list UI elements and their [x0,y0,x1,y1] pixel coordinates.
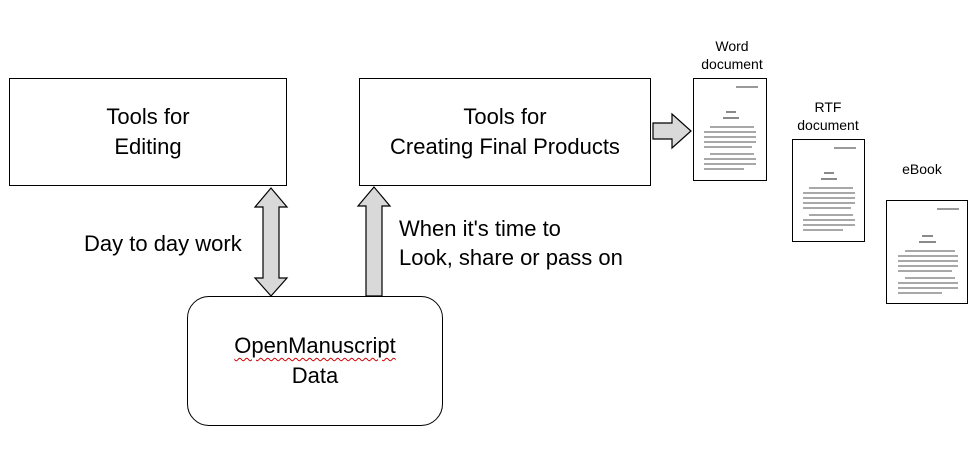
rtf-label-line1: RTF [814,99,842,115]
rtf-label-line2: document [797,117,859,133]
word-label-line1: Word [715,38,749,54]
editing-box-line1: Tools for [106,104,190,129]
tools-for-editing-box: Tools for Editing [9,78,287,186]
double-arrow-editing-data [253,187,289,297]
up-arrow-data-final [356,186,392,297]
final-box-line2: Creating Final Products [390,134,620,159]
when-time-label-line2: Look, share or pass on [399,245,623,270]
rtf-document-thumbnail [792,139,865,242]
word-document-label: Word document [677,37,787,73]
when-time-label-line1: When it's time to [399,216,561,241]
rtf-document-label: RTF document [773,98,883,134]
tools-for-final-products-box: Tools for Creating Final Products [359,78,651,186]
right-arrow-final-word [652,112,692,150]
ebook-label: eBook [867,160,977,178]
ebook-label-line1: eBook [902,161,942,177]
day-to-day-label: Day to day work [84,231,242,256]
word-label-line2: document [701,56,763,72]
ebook-thumbnail [886,200,968,304]
openmanuscript-data-box: OpenManuscript Data [187,296,443,426]
data-box-line1: OpenManuscript [234,333,396,358]
word-document-thumbnail [693,78,767,181]
data-box-line2: Data [291,363,339,388]
final-box-line1: Tools for [463,104,547,129]
editing-box-line2: Editing [114,134,182,159]
